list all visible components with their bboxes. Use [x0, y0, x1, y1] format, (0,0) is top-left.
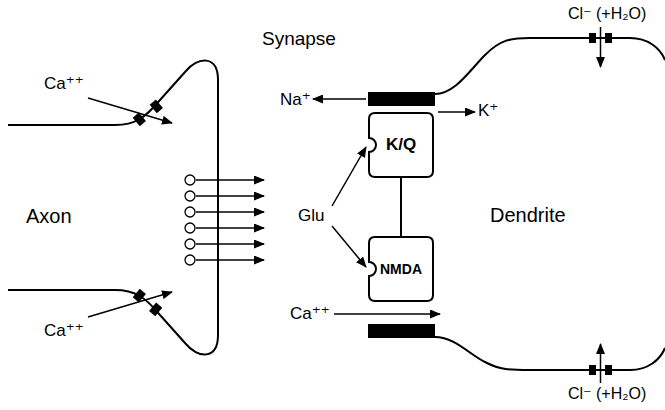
vesicle [185, 175, 195, 185]
ion-label: Na⁺ [280, 90, 311, 110]
binding-arrow [332, 147, 366, 206]
channel-block [605, 33, 612, 43]
ion-label: Cl⁻ (+H₂O) [568, 385, 646, 403]
receptor-box: NMDA [368, 236, 434, 302]
region-label: Axon [26, 205, 72, 228]
axon-membrane [8, 61, 218, 355]
transmitter-label: Glu [298, 206, 324, 226]
ion-label: Cl⁻ (+H₂O) [568, 5, 646, 23]
release-arrow [196, 195, 264, 196]
vesicle [185, 191, 195, 201]
membrane-bar [368, 324, 435, 338]
vesicle [185, 223, 195, 233]
release-arrow [196, 211, 264, 212]
ion-flow-arrow [600, 344, 602, 383]
vesicle [185, 255, 195, 265]
membrane-bar [368, 92, 435, 106]
link-line [400, 178, 402, 236]
channel-block [589, 33, 596, 43]
channel-block [149, 303, 162, 317]
vesicle [185, 207, 195, 217]
ion-flow-arrow [334, 313, 440, 315]
ion-flow-arrow [88, 98, 172, 123]
ion-label: K⁺ [478, 101, 498, 121]
ion-label: Ca⁺⁺ [290, 304, 330, 324]
channel-block [589, 365, 596, 375]
dendrite-membrane [435, 38, 665, 94]
ion-label: Ca⁺⁺ [44, 74, 84, 94]
region-label: Synapse [262, 28, 336, 50]
channel-block [605, 365, 612, 375]
release-arrow [196, 259, 264, 260]
release-arrow [196, 243, 264, 244]
dendrite-membrane [435, 337, 665, 370]
ion-label: Ca⁺⁺ [44, 321, 84, 341]
ion-flow-arrow [88, 292, 172, 317]
release-arrow [196, 227, 264, 228]
binding-arrow [332, 226, 366, 267]
receptor-outline [369, 113, 433, 177]
vesicle [185, 239, 195, 249]
ion-flow-arrow [438, 111, 475, 113]
receptor-name: NMDA [380, 261, 422, 277]
receptor-box: K/Q [368, 112, 434, 178]
receptor-outline [369, 237, 433, 301]
vesicle-group [185, 175, 264, 265]
channel-block [150, 100, 163, 114]
ion-flow-arrow [600, 27, 602, 67]
ion-flow-arrow [313, 98, 366, 100]
region-label: Dendrite [490, 204, 566, 227]
release-arrow [196, 179, 264, 180]
receptor-name: K/Q [386, 135, 416, 155]
